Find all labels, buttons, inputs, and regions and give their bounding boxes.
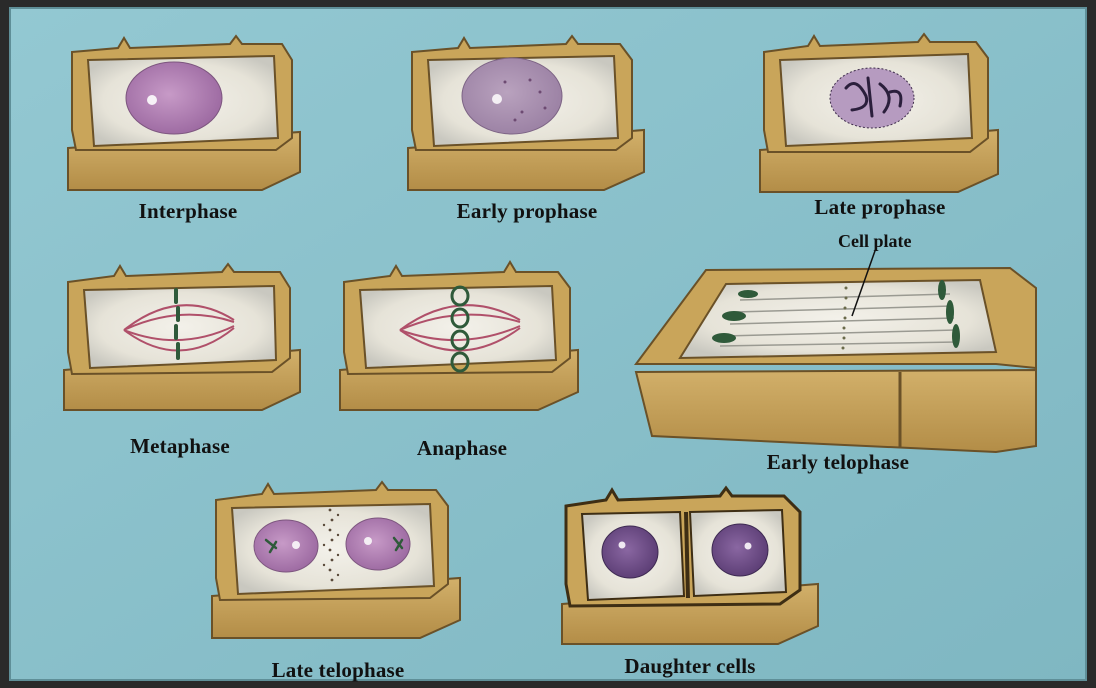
stage-label-daughter-cells: Daughter cells <box>624 654 755 679</box>
metaphase-cell <box>64 264 300 410</box>
anaphase-cell <box>340 262 578 410</box>
stage-label-late-telophase: Late telophase <box>272 658 405 683</box>
stage-label-early-telophase: Early telophase <box>767 450 909 475</box>
cell-plate-callout: Cell plate <box>838 231 912 252</box>
early-prophase-cell <box>408 36 644 190</box>
stage-label-anaphase: Anaphase <box>417 436 507 461</box>
interphase-cell <box>68 36 300 190</box>
stage-label-interphase: Interphase <box>139 199 238 224</box>
stage-label-metaphase: Metaphase <box>130 434 230 459</box>
stage-label-early-prophase: Early prophase <box>457 199 598 224</box>
late-telophase-cell <box>212 482 460 638</box>
late-prophase-cell <box>760 34 998 192</box>
daughter-cells-cell <box>562 488 818 644</box>
stage-label-late-prophase: Late prophase <box>814 195 945 220</box>
